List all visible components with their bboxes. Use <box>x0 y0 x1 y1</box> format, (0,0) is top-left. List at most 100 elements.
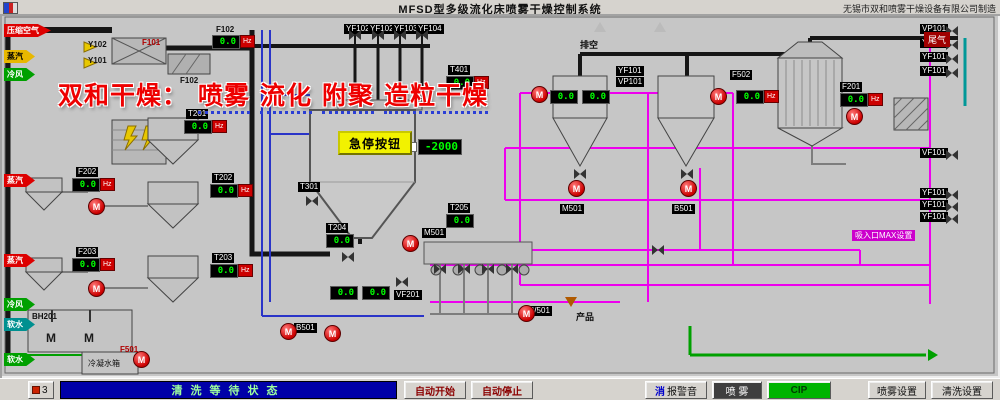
valve-icon[interactable] <box>349 30 361 40</box>
app-icon <box>3 2 18 14</box>
valve-icon[interactable] <box>396 277 408 287</box>
equipment-tag: T203 <box>212 253 235 263</box>
digital-readout: 0.0 <box>330 286 358 300</box>
flow-stream-label: 软水 <box>4 353 35 366</box>
equipment-tag: T204 <box>326 223 349 233</box>
equipment-tag: Y101 <box>88 56 107 65</box>
valve-icon[interactable] <box>946 26 958 36</box>
alarm-indicator-icon <box>32 386 40 394</box>
diagram-label: 排空 <box>580 40 599 50</box>
flow-arrow-down <box>565 297 577 307</box>
equipment-tag: YF102 <box>344 24 372 34</box>
blue-pipes <box>261 30 424 317</box>
valve-icon[interactable] <box>416 30 428 40</box>
agitator-symbol: M <box>46 331 56 345</box>
spray-button[interactable]: 喷 雾 <box>712 381 762 399</box>
steam-heater <box>111 37 167 65</box>
equipment-tag: M501 <box>560 204 585 214</box>
equipment-tag: B501 <box>294 323 317 333</box>
alarm-counter-button[interactable]: 3 <box>28 381 54 399</box>
valve-icon[interactable] <box>372 30 384 40</box>
spray-settings-button[interactable]: 喷雾设置 <box>868 381 926 399</box>
diagram-label: 尾气 <box>924 32 951 47</box>
diagram-label[interactable]: 吸入口MAX设置 <box>852 230 916 241</box>
pump-motor[interactable]: M <box>518 305 535 322</box>
watermark-text: 双和干燥：喷雾流化附聚造粒干燥 <box>58 76 489 114</box>
pump-motor[interactable]: M <box>402 235 419 252</box>
mixing-tank-bh201: M M <box>27 309 133 353</box>
hatched-box-right <box>893 97 929 131</box>
equipment-tag: YF101 <box>616 66 644 76</box>
pump-motor[interactable]: M <box>531 86 548 103</box>
mute-alarm-button[interactable]: 消报警音 <box>645 381 707 399</box>
watermark-word: 附聚 <box>322 82 375 114</box>
mute-icon: 消 <box>655 386 665 398</box>
blower-f102 <box>167 53 211 75</box>
cyclone-left-3 <box>146 255 200 303</box>
valve-icon[interactable] <box>946 150 958 160</box>
pump-motor[interactable]: M <box>88 280 105 297</box>
valve-icon[interactable] <box>574 169 586 179</box>
valve-icon[interactable] <box>681 169 693 179</box>
valve-icon[interactable] <box>342 252 354 262</box>
equipment-tag: T401 <box>448 65 471 75</box>
pump-motor[interactable]: M <box>280 323 297 340</box>
valve-icon[interactable] <box>458 264 470 274</box>
valve-icon[interactable] <box>394 30 406 40</box>
equipment-tag: F203 <box>76 247 99 257</box>
digital-readout: -2000 <box>410 139 462 155</box>
valve-icon[interactable] <box>946 202 958 212</box>
auto-stop-button[interactable]: 自动停止 <box>471 381 533 399</box>
diagram-area: M M 压缩空气蒸汽冷风蒸汽蒸汽冷风软水软水排空尾气产品冷凝水箱吸入口MAX设置… <box>0 14 1000 378</box>
equipment-tag: YF101 <box>920 66 948 76</box>
equipment-tag: F202 <box>76 167 99 177</box>
diagram-label: 产品 <box>576 312 595 322</box>
valve-icon[interactable] <box>946 68 958 78</box>
equipment-tag: M501 <box>422 228 447 238</box>
watermark-prefix: 双和干燥： <box>58 82 189 110</box>
clean-settings-button[interactable]: 清洗设置 <box>931 381 993 399</box>
auto-start-button[interactable]: 自动开始 <box>404 381 466 399</box>
valve-icon[interactable] <box>506 264 518 274</box>
flow-stream-label: 蒸汽 <box>4 174 35 187</box>
pump-motor[interactable]: M <box>710 88 727 105</box>
equipment-tag: YF104 <box>416 24 444 34</box>
valve-icon[interactable] <box>306 196 318 206</box>
pump-motor[interactable]: M <box>846 108 863 125</box>
cyclone-left-1 <box>146 117 200 165</box>
equipment-tag: YF101 <box>920 212 948 222</box>
watermark-word: 喷雾 <box>198 82 251 114</box>
flow-stream-label: 冷风 <box>4 298 35 311</box>
equipment-tag: T201 <box>186 109 209 119</box>
flow-stream-label: 软水 <box>4 318 35 331</box>
bag-filter <box>776 41 844 147</box>
pump-motor[interactable]: M <box>88 198 105 215</box>
valve-icon[interactable] <box>946 214 958 224</box>
valve-icon[interactable] <box>434 264 446 274</box>
pump-motor[interactable]: M <box>680 180 697 197</box>
flow-stream-label: 蒸汽 <box>4 50 35 63</box>
yellow-arrow-y101 <box>83 57 98 69</box>
valve-icon[interactable] <box>652 245 664 255</box>
valve-icon[interactable] <box>482 264 494 274</box>
flow-arrow-up <box>594 22 606 32</box>
pump-motor[interactable]: M <box>133 351 150 368</box>
emergency-stop-button[interactable]: 急停按钮 <box>338 131 412 155</box>
equipment-tag: YF103 <box>392 24 420 34</box>
valve-icon[interactable] <box>946 190 958 200</box>
valve-icon[interactable] <box>946 54 958 64</box>
diagram-frame <box>4 16 995 374</box>
cip-button[interactable]: CIP <box>767 381 831 399</box>
flow-arrow-up <box>654 22 666 32</box>
pump-motor[interactable]: M <box>568 180 585 197</box>
digital-readout: 0.0 <box>326 234 354 248</box>
manufacturer-label: 无锡市双和喷雾干燥设备有限公司制造 <box>842 4 996 14</box>
equipment-tag: T205 <box>448 203 471 213</box>
flow-stream-label: 冷风 <box>4 68 35 81</box>
pump-motor[interactable]: M <box>324 325 341 342</box>
control-bar: 3 清洗等待状态 自动开始 自动停止 消报警音 喷 雾 CIP 喷雾设置 清洗设… <box>0 378 1000 400</box>
